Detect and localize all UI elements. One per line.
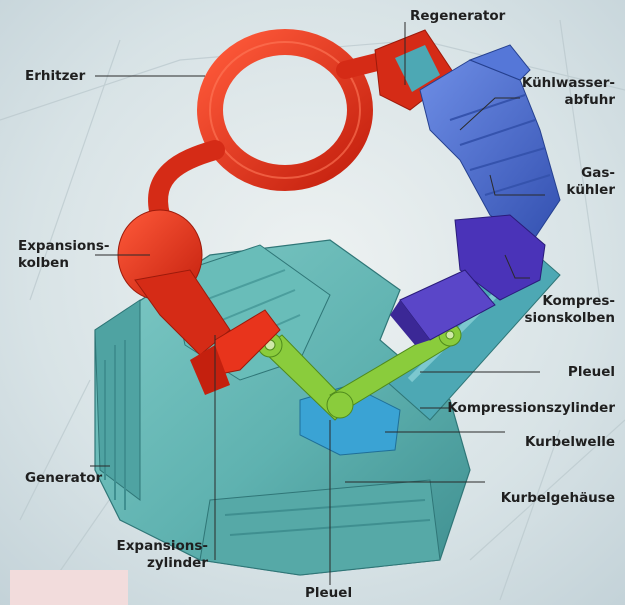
- label-expansionszylinder-line2: zylinder: [90, 555, 208, 572]
- label-gaskuehler: Gas- kühler: [566, 165, 615, 199]
- bottom-left-patch: [10, 570, 128, 605]
- label-expansionszylinder: Expansions- zylinder: [90, 538, 208, 572]
- label-kuehlwasserabfuhr-line2: abfuhr: [522, 92, 615, 109]
- label-expansionskolben: Expansions- kolben: [18, 238, 110, 272]
- label-expansionskolben-line1: Expansions-: [18, 238, 110, 255]
- label-kurbelgehaeuse: Kurbelgehäuse: [501, 490, 615, 507]
- label-kompressionskolben-line1: Kompres-: [524, 293, 615, 310]
- label-kompressionskolben-line2: sionskolben: [524, 310, 615, 327]
- label-kompressionszylinder: Kompressionszylinder: [447, 400, 615, 417]
- label-erhitzer: Erhitzer: [25, 68, 85, 85]
- label-expansionskolben-line2: kolben: [18, 255, 110, 272]
- label-regenerator: Regenerator: [410, 8, 505, 25]
- label-generator: Generator: [25, 470, 102, 487]
- label-pleuel-right: Pleuel: [568, 364, 615, 381]
- label-kompressionskolben: Kompres- sionskolben: [524, 293, 615, 327]
- label-pleuel-bottom: Pleuel: [305, 585, 352, 602]
- label-kuehlwasserabfuhr: Kühlwasser- abfuhr: [522, 75, 615, 109]
- label-gaskuehler-line2: kühler: [566, 182, 615, 199]
- label-gaskuehler-line1: Gas-: [566, 165, 615, 182]
- label-kuehlwasserabfuhr-line1: Kühlwasser-: [522, 75, 615, 92]
- label-expansionszylinder-line1: Expansions-: [90, 538, 208, 555]
- label-kurbelwelle: Kurbelwelle: [525, 434, 615, 451]
